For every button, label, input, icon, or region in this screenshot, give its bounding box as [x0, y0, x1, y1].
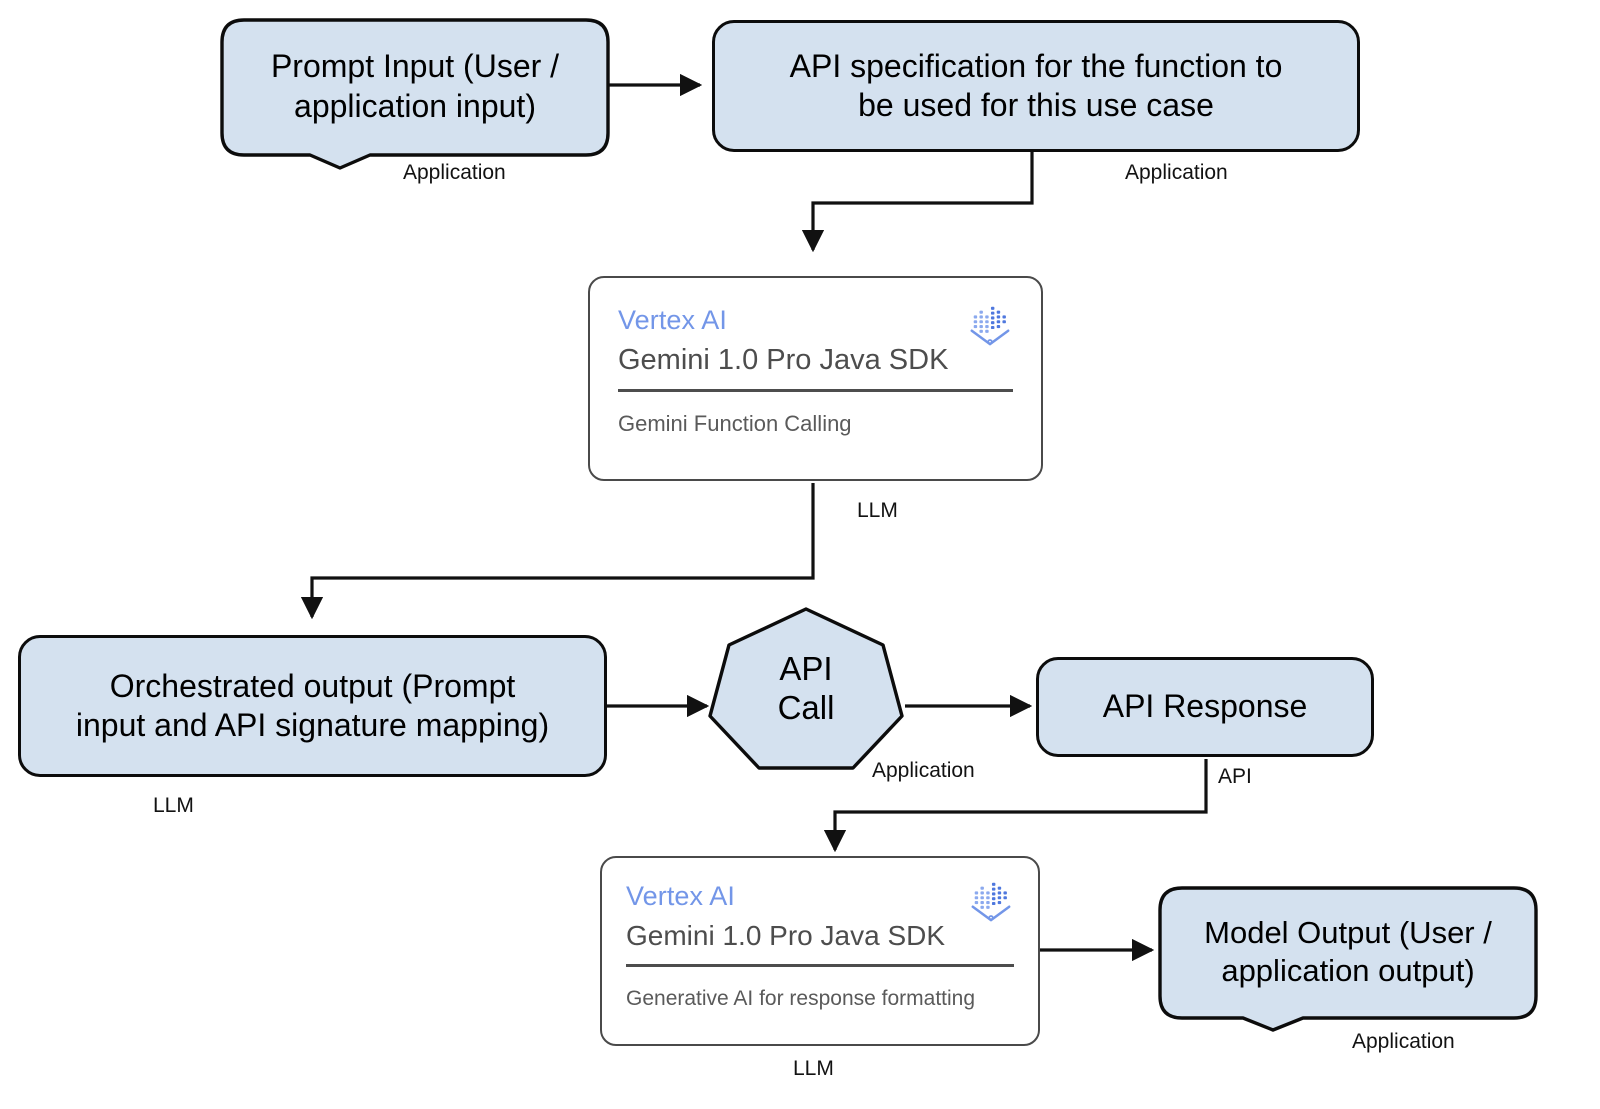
- model-output-shape: [1158, 886, 1538, 1032]
- node-prompt-input[interactable]: Prompt Input (User / application input): [220, 18, 610, 170]
- vertex-top-brand: Vertex AI: [618, 305, 727, 335]
- vertex-top-subtitle: Gemini Function Calling: [618, 411, 852, 437]
- vertex-bottom-model: Gemini 1.0 Pro Java SDK: [626, 919, 946, 951]
- connector-apispec-to-vertextop: [801, 152, 1034, 253]
- annotation-api-response: API: [1218, 765, 1252, 788]
- vertex-bottom-subtitle: Generative AI for response formatting: [626, 987, 976, 1011]
- annotation-api-spec: Application: [1125, 161, 1228, 184]
- orchestrated-output-line1: Orchestrated output (Prompt: [109, 667, 516, 704]
- vertex-ai-icon: [970, 306, 1010, 346]
- vertex-ai-icon: [971, 882, 1011, 922]
- annotation-prompt-input: Application: [403, 161, 506, 184]
- node-api-spec[interactable]: API specification for the function to be…: [712, 20, 1360, 152]
- node-api-call[interactable]: API Call: [705, 606, 907, 771]
- vertex-bottom-brand: Vertex AI: [626, 881, 735, 911]
- connector-vertextop-to-orchestrated: [300, 483, 815, 620]
- api-response-label: API Response: [1102, 688, 1308, 725]
- vertex-bottom-divider: [626, 964, 1014, 968]
- vertex-top-header: Vertex AI Gemini 1.0 Pro Java SDK: [618, 304, 1013, 379]
- annotation-api-call: Application: [872, 759, 975, 782]
- annotation-vertex-top: LLM: [857, 499, 898, 522]
- annotation-model-output: Application: [1352, 1030, 1455, 1053]
- prompt-input-shape: [220, 18, 610, 170]
- node-model-output[interactable]: Model Output (User / application output): [1158, 886, 1538, 1032]
- node-api-response[interactable]: API Response: [1036, 657, 1374, 757]
- vertex-top-divider: [618, 389, 1013, 393]
- annotation-orchestrated-output: LLM: [153, 794, 194, 817]
- node-vertex-ai-bottom[interactable]: Vertex AI Gemini 1.0 Pro Java SDK: [600, 856, 1040, 1046]
- orchestrated-output-line2: input and API signature mapping): [75, 707, 550, 743]
- vertex-bottom-header: Vertex AI Gemini 1.0 Pro Java SDK: [626, 880, 1014, 954]
- api-spec-line1: API specification for the function to: [789, 47, 1283, 84]
- vertex-top-model: Gemini 1.0 Pro Java SDK: [618, 343, 949, 376]
- annotation-vertex-bottom: LLM: [793, 1057, 834, 1080]
- api-spec-line2: be used for this use case: [858, 87, 1214, 123]
- api-call-shape: [708, 607, 904, 770]
- node-vertex-ai-top[interactable]: Vertex AI Gemini 1.0 Pro Java SDK: [588, 276, 1043, 481]
- node-orchestrated-output[interactable]: Orchestrated output (Prompt input and AP…: [18, 635, 607, 777]
